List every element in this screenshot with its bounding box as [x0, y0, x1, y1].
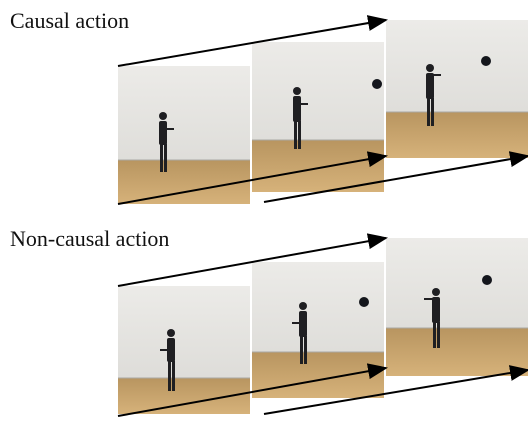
ball [482, 275, 492, 285]
causal-action-sequence [117, 15, 528, 205]
person-figure [292, 302, 307, 364]
video-frame-2 [252, 42, 384, 192]
video-frame-3 [386, 20, 528, 158]
person-figure [293, 87, 308, 149]
video-frame-1 [118, 286, 250, 414]
ball [481, 56, 491, 66]
video-frame-2 [252, 262, 384, 398]
arrow-right-icon [263, 365, 528, 415]
arrow-right-icon [263, 151, 528, 203]
person-figure [159, 112, 174, 172]
ball [359, 297, 369, 307]
video-frame-3 [386, 238, 528, 376]
arrow-right-icon [117, 233, 388, 287]
non-causal-action-row: Non-causal action [0, 218, 528, 422]
arrow-right-icon [117, 15, 388, 67]
row-label: Causal action [10, 8, 130, 33]
person-figure [160, 329, 175, 391]
person-figure [424, 288, 440, 348]
ball [372, 79, 382, 89]
non-causal-action-sequence [117, 233, 528, 417]
video-frame-1 [118, 66, 250, 204]
row-label: Non-causal action [10, 226, 170, 251]
causal-action-row: Causal action [0, 0, 528, 210]
arrow-right-icon [117, 151, 388, 205]
person-figure [426, 64, 441, 126]
arrow-right-icon [117, 363, 388, 417]
